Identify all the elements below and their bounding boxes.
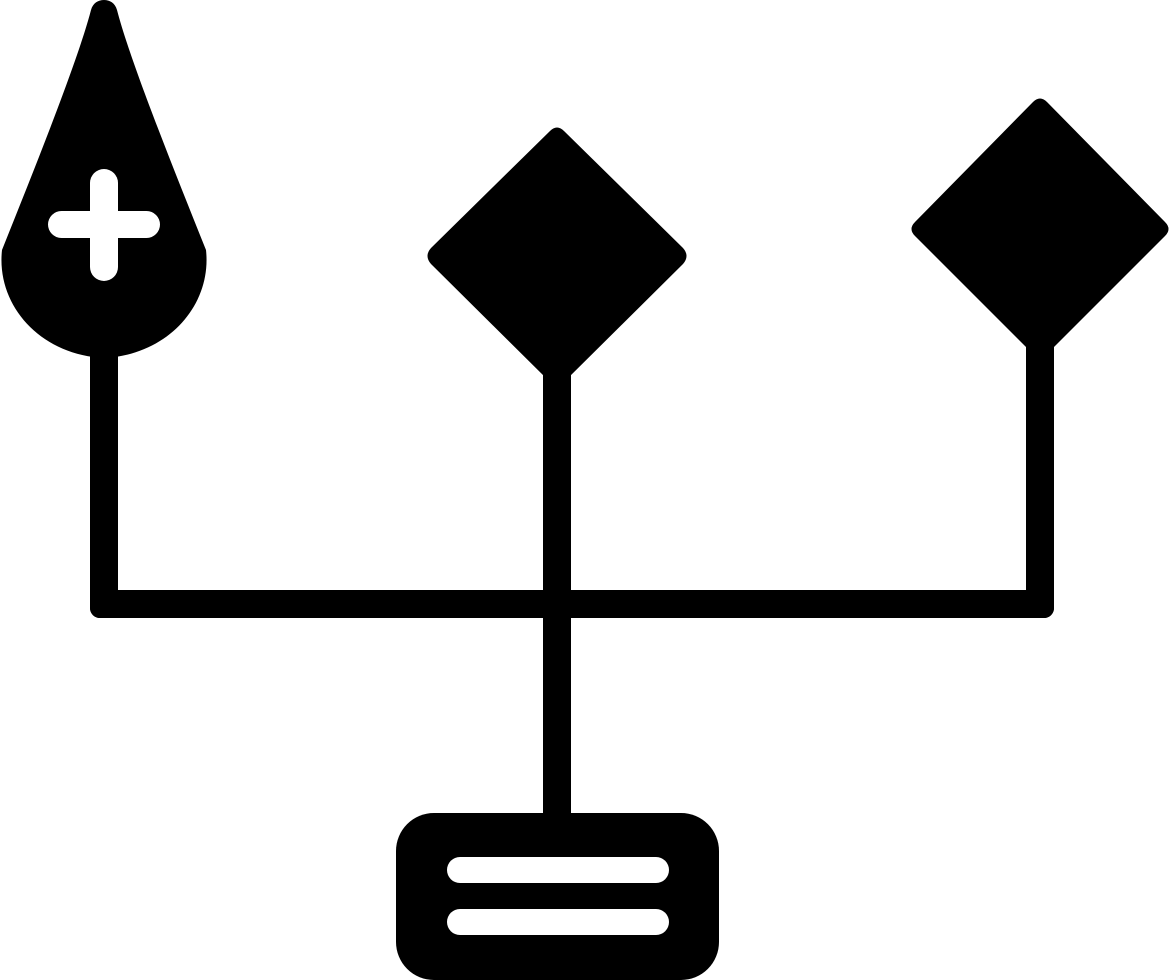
plus-vertical: [90, 169, 118, 281]
connector-right-vertical: [1026, 330, 1054, 618]
connector-horizontal-bar: [90, 590, 1054, 618]
blood-drop-plus-icon: [1, 0, 207, 358]
document-lines-icon: [396, 813, 719, 980]
diamond-node-middle: [427, 127, 687, 386]
connector-lines: [90, 330, 1054, 830]
connector-middle-vertical: [543, 360, 571, 830]
document-body: [396, 813, 719, 980]
connector-drop-vertical: [90, 340, 118, 618]
document-line-top: [447, 857, 669, 883]
diamond-node-right: [911, 98, 1169, 358]
document-line-bottom: [447, 909, 669, 935]
